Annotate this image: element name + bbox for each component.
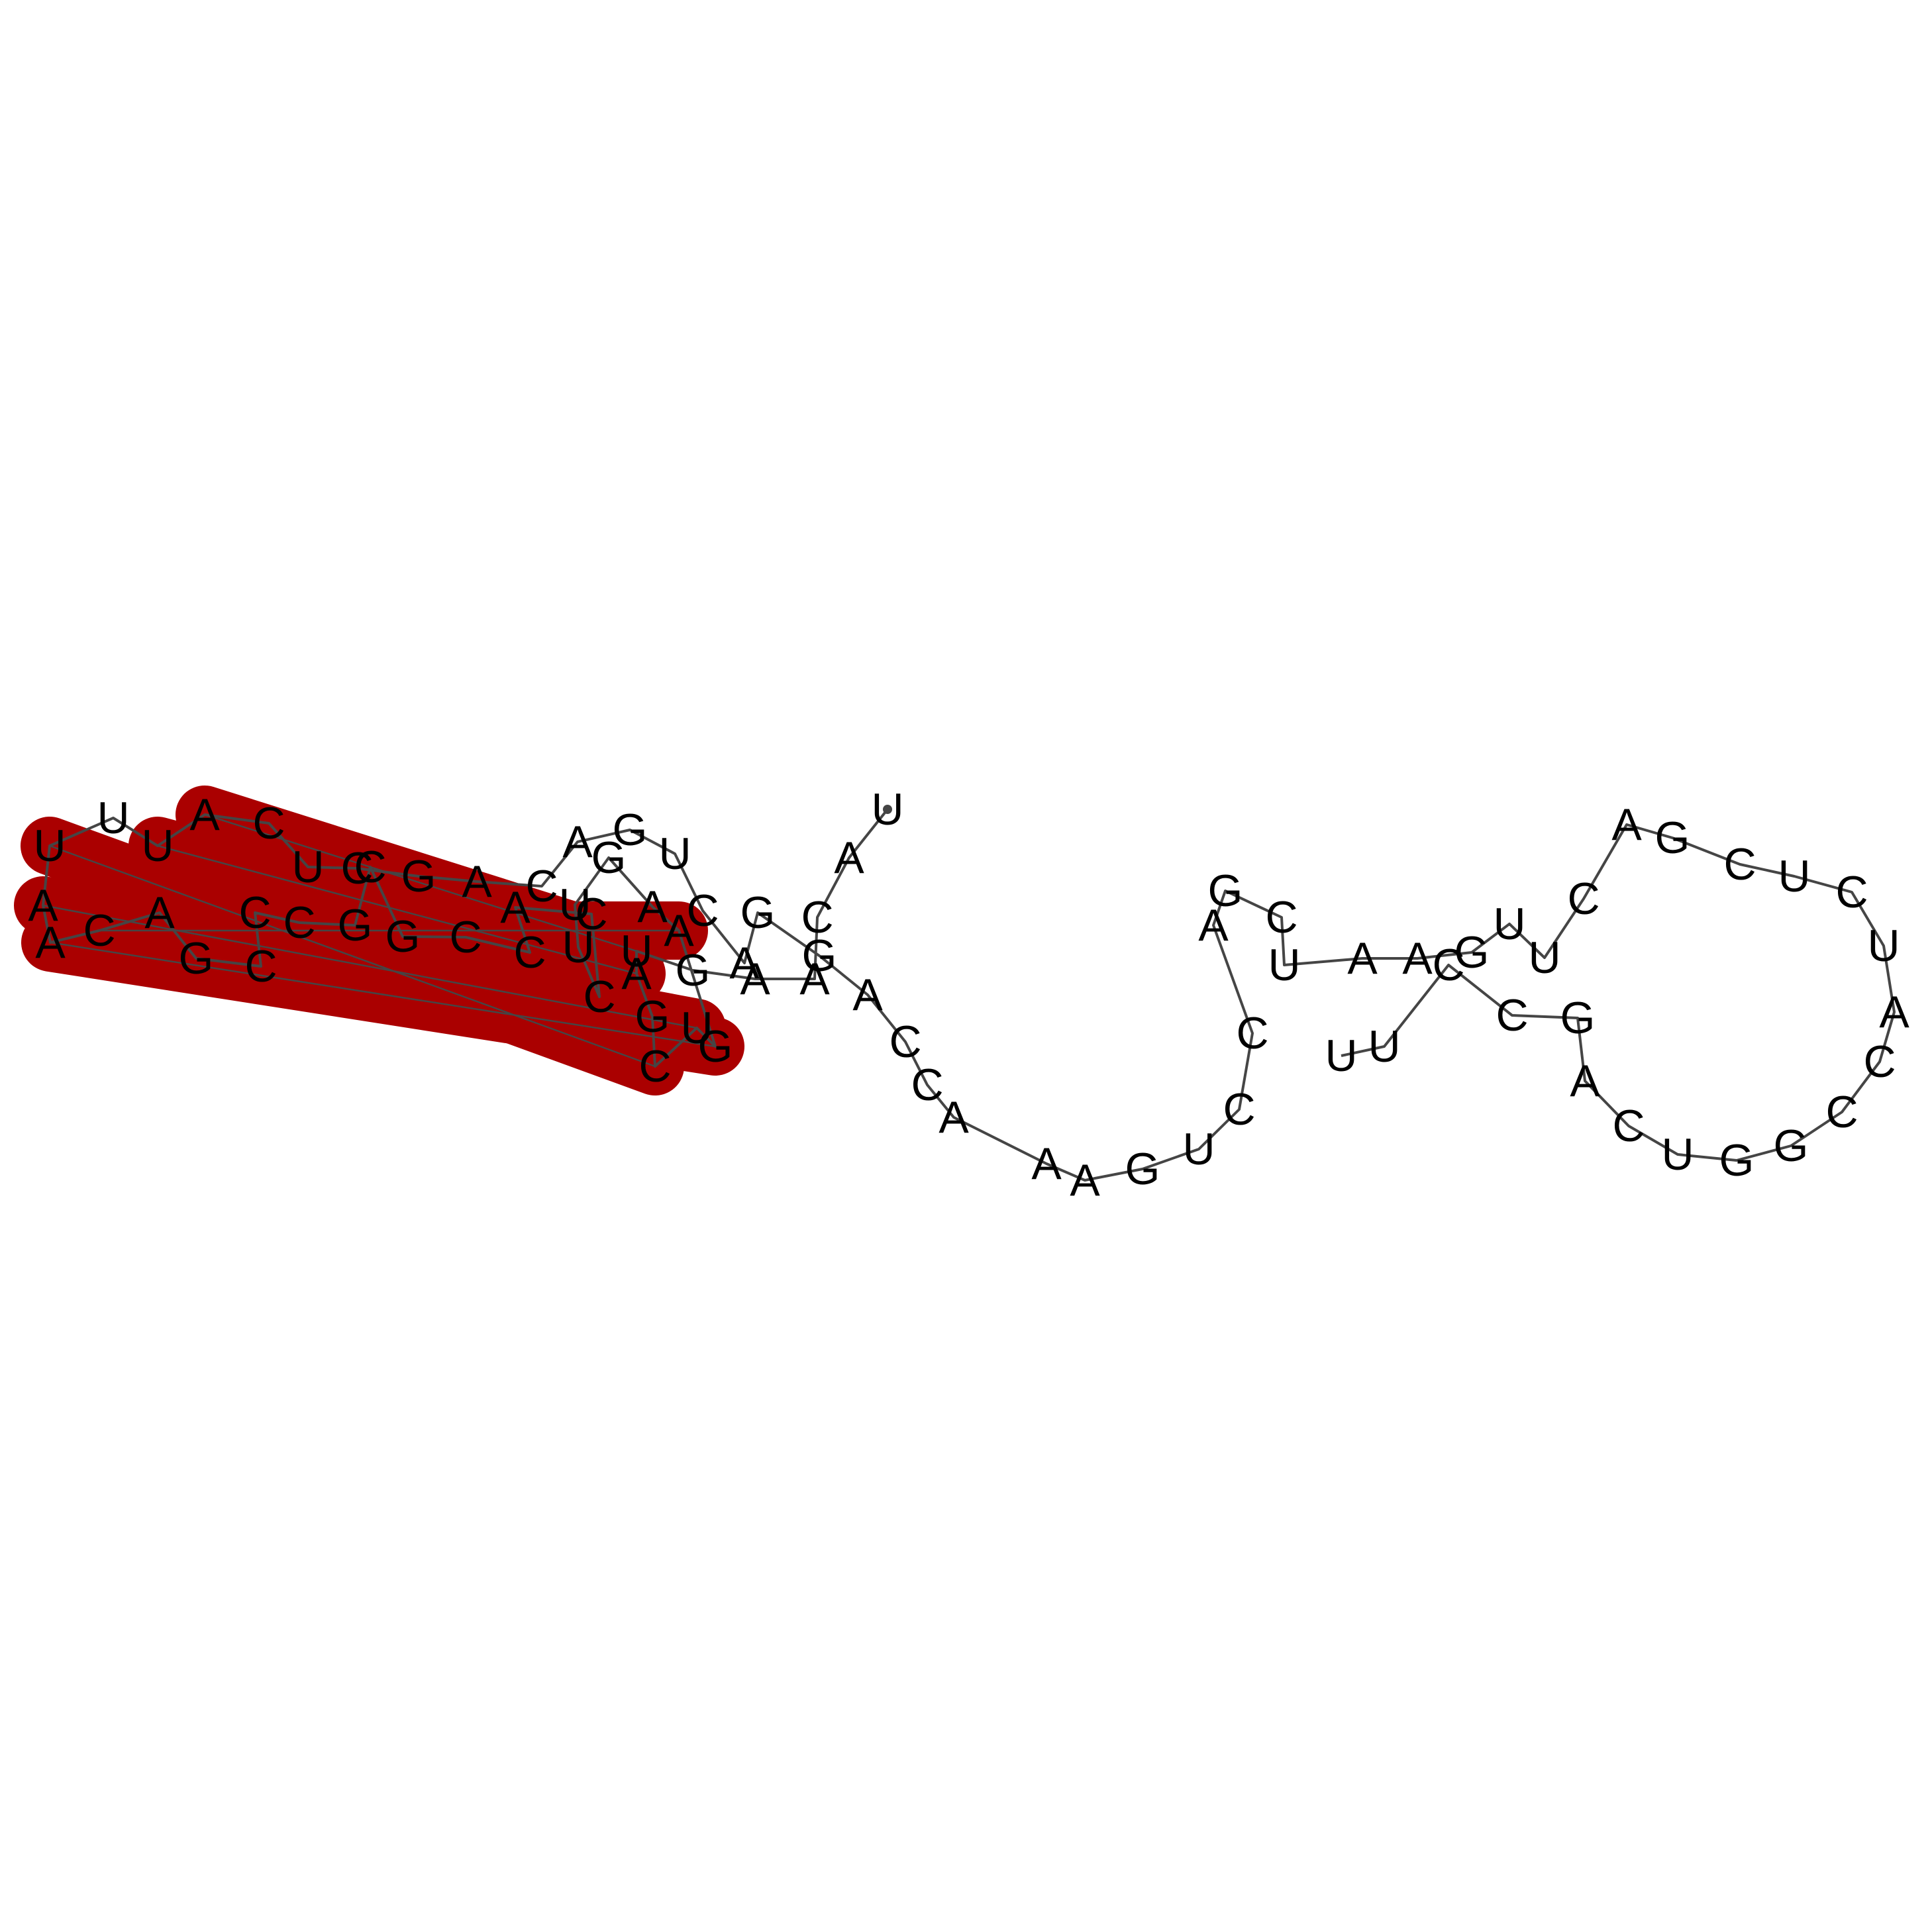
nucleotide-label: G xyxy=(613,805,648,855)
nucleotide-label: C xyxy=(449,912,482,962)
nucleotide-label: A xyxy=(35,917,66,968)
base-pair-bond xyxy=(157,844,637,975)
nucleotide-label: U xyxy=(1368,1021,1400,1072)
nucleotide-label: C xyxy=(1223,1084,1255,1135)
nucleotide-label: A xyxy=(1031,1139,1062,1189)
nucleotide-label: C xyxy=(1612,1101,1645,1151)
nucleotide-label: A xyxy=(729,938,760,988)
nucleotide-label: U xyxy=(1867,921,1900,971)
nucleotide-label: A xyxy=(562,817,593,867)
nucleotide-label: G xyxy=(740,888,776,938)
nucleotide-label: C xyxy=(583,972,615,1022)
nucleotide-label: G xyxy=(635,991,670,1042)
nucleotide-label: A xyxy=(1402,933,1433,984)
nucleotide-label: G xyxy=(1208,866,1243,916)
nucleotide-label: C xyxy=(340,843,373,893)
nucleotide-label: U xyxy=(1493,899,1525,949)
nucleotide-label: C xyxy=(1236,1008,1268,1058)
nucleotide-label: G xyxy=(1655,813,1690,863)
nucleotide-label: U xyxy=(620,926,652,976)
nucleotide-label: U xyxy=(97,793,129,843)
nucleotide-label: C xyxy=(83,905,115,956)
base-pair-bond xyxy=(42,904,697,1029)
nucleotide-label: G xyxy=(338,900,373,950)
nucleotide-label: C xyxy=(1863,1037,1896,1087)
nucleotide-label: U xyxy=(1182,1124,1215,1174)
nucleotide-label: G xyxy=(179,933,214,984)
nucleotide-label: U xyxy=(1528,933,1560,983)
nucleotide-label: G xyxy=(676,945,711,995)
nucleotide-label: C xyxy=(1496,990,1528,1041)
nucleotide-label: A xyxy=(1347,933,1378,984)
nucleotide-label: U xyxy=(558,880,591,930)
nucleotide-label: U xyxy=(1325,1031,1357,1081)
nucleotide-label: C xyxy=(238,888,271,938)
nucleotide-label: A xyxy=(799,954,830,1004)
nucleotide-label: G xyxy=(401,851,436,901)
base-pair-bond xyxy=(49,844,656,1068)
nucleotide-label: G xyxy=(1774,1121,1809,1171)
nucleotide-label: A xyxy=(1570,1056,1600,1106)
nucleotide-label: A xyxy=(1611,799,1642,850)
nucleotide-label: C xyxy=(244,941,277,991)
nucleotide-label: C xyxy=(513,927,546,978)
base-pair-bonds xyxy=(42,813,716,1068)
nucleotide-label: C xyxy=(283,897,315,948)
base-pair-bond xyxy=(204,813,637,952)
nucleotide-label: C xyxy=(638,1041,671,1092)
nucleotide-label: G xyxy=(1454,927,1490,978)
nucleotide-labels: UACAAGUAGCUGAAGUUCCACCGCGCCCGACAAUUUACUC… xyxy=(28,784,1909,1205)
nucleotide-label: U xyxy=(141,821,174,871)
nucleotide-label: C xyxy=(1835,867,1868,917)
nucleotide-label: U xyxy=(1268,940,1300,990)
nucleotide-label: A xyxy=(462,856,492,907)
nucleotide-label: U xyxy=(33,821,66,871)
nucleotide-label: U xyxy=(562,922,594,972)
nucleotide-label: C xyxy=(354,842,386,892)
five-prime-end-marker xyxy=(883,805,892,814)
nucleotide-label: A xyxy=(1879,987,1909,1037)
nucleotide-label: A xyxy=(834,833,864,883)
nucleotide-label: A xyxy=(1198,900,1229,950)
nucleotide-label: C xyxy=(525,861,558,911)
nucleotide-label: C xyxy=(1567,874,1600,924)
nucleotide-label: A xyxy=(1070,1155,1100,1205)
nucleotide-label: G xyxy=(1125,1144,1160,1194)
nucleotide-label: U xyxy=(658,829,691,879)
nucleotide-label: A xyxy=(852,970,883,1020)
nucleotide-label: G xyxy=(802,931,837,981)
nucleotide-label: C xyxy=(686,886,719,936)
nucleotide-label: A xyxy=(664,905,694,956)
nucleotide-label: A xyxy=(939,1092,969,1143)
nucleotide-label: G xyxy=(1560,993,1596,1043)
nucleotide-label: C xyxy=(252,798,285,848)
nucleotide-label: G xyxy=(1719,1135,1754,1186)
nucleotide-label: C xyxy=(889,1017,921,1067)
nucleotide-label: C xyxy=(1825,1087,1858,1137)
nucleotide-label: A xyxy=(621,948,652,999)
nucleotide-label: G xyxy=(698,1021,733,1072)
nucleotide-label: A xyxy=(740,954,770,1004)
nucleotide-label: A xyxy=(189,789,220,840)
nucleotide-label: G xyxy=(385,911,421,962)
nucleotide-label: U xyxy=(1661,1129,1694,1180)
nucleotide-label: C xyxy=(801,892,833,942)
backbone-line xyxy=(42,808,1896,1182)
nucleotide-label: A xyxy=(637,882,668,932)
nucleotide-label: A xyxy=(144,888,175,938)
nucleotide-label: C xyxy=(1432,940,1464,990)
nucleotide-label: A xyxy=(500,882,531,933)
nucleotide-label: C xyxy=(1265,892,1297,942)
nucleotide-label: C xyxy=(1723,839,1756,890)
nucleotide-label: G xyxy=(591,833,627,883)
nucleotide-label: C xyxy=(911,1060,943,1110)
base-pair-bond xyxy=(50,941,716,1048)
nucleotide-label: A xyxy=(28,880,58,931)
nucleotide-label: U xyxy=(291,842,324,892)
nucleotide-label: U xyxy=(1778,851,1810,901)
nucleotide-label: C xyxy=(575,889,607,939)
nucleotide-label: U xyxy=(680,1003,713,1053)
